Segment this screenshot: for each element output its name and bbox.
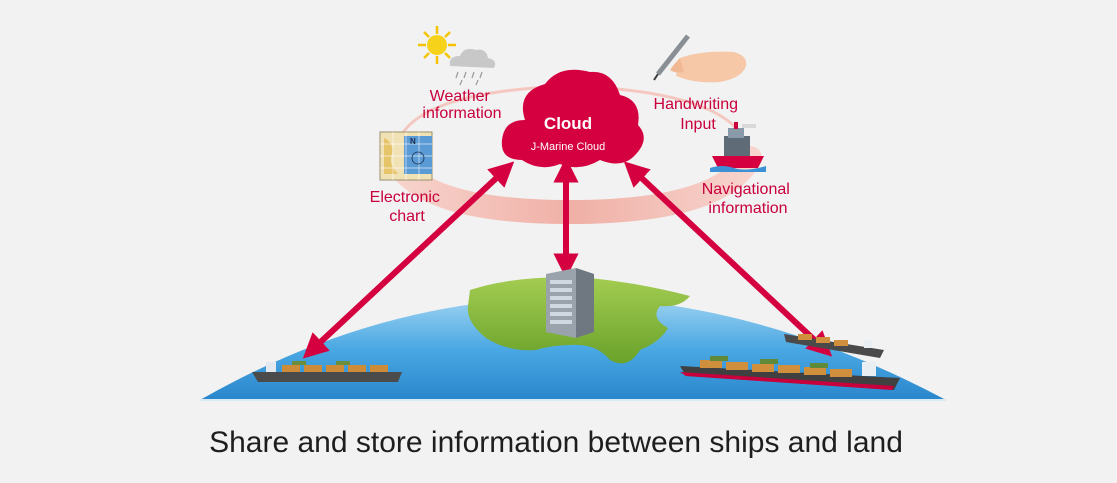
ship-icon (710, 122, 766, 172)
handwriting-label-line1: Handwriting (654, 96, 738, 113)
chart-map-icon: N (379, 131, 433, 181)
arrow-right (623, 161, 833, 357)
cargo-ship-icon (784, 334, 884, 358)
chart-label-line2: chart (389, 208, 425, 225)
caption: Share and store information between ship… (209, 426, 903, 459)
cargo-ship-icon (680, 356, 900, 390)
sync-arrows (302, 157, 833, 359)
handwriting-label-line2: Input (680, 116, 716, 133)
chart-label: Electronic chart (370, 189, 445, 225)
cargo-ship-icon (252, 361, 402, 382)
cloud-title: Cloud (544, 114, 592, 133)
weather-label-line2: information (422, 105, 501, 122)
cloud-subtitle: J-Marine Cloud (531, 141, 606, 153)
navigation-label: Navigational information (702, 181, 795, 217)
weather-label-line1: Weather (430, 88, 491, 105)
building-icon (546, 268, 594, 338)
navigation-label-line2: information (708, 200, 787, 217)
chart-label-line1: Electronic (370, 189, 440, 206)
handwriting-label: Handwriting Input (654, 96, 743, 133)
hand-pen-icon (653, 34, 747, 83)
arrow-left (302, 161, 515, 359)
navigation-label-line1: Navigational (702, 181, 790, 198)
cloud-shape (501, 69, 644, 168)
sun-cloud-icon (418, 26, 496, 86)
cloud: Cloud J-Marine Cloud (501, 69, 644, 168)
svg-text:N: N (410, 137, 416, 146)
weather-label: Weather information (422, 88, 501, 122)
